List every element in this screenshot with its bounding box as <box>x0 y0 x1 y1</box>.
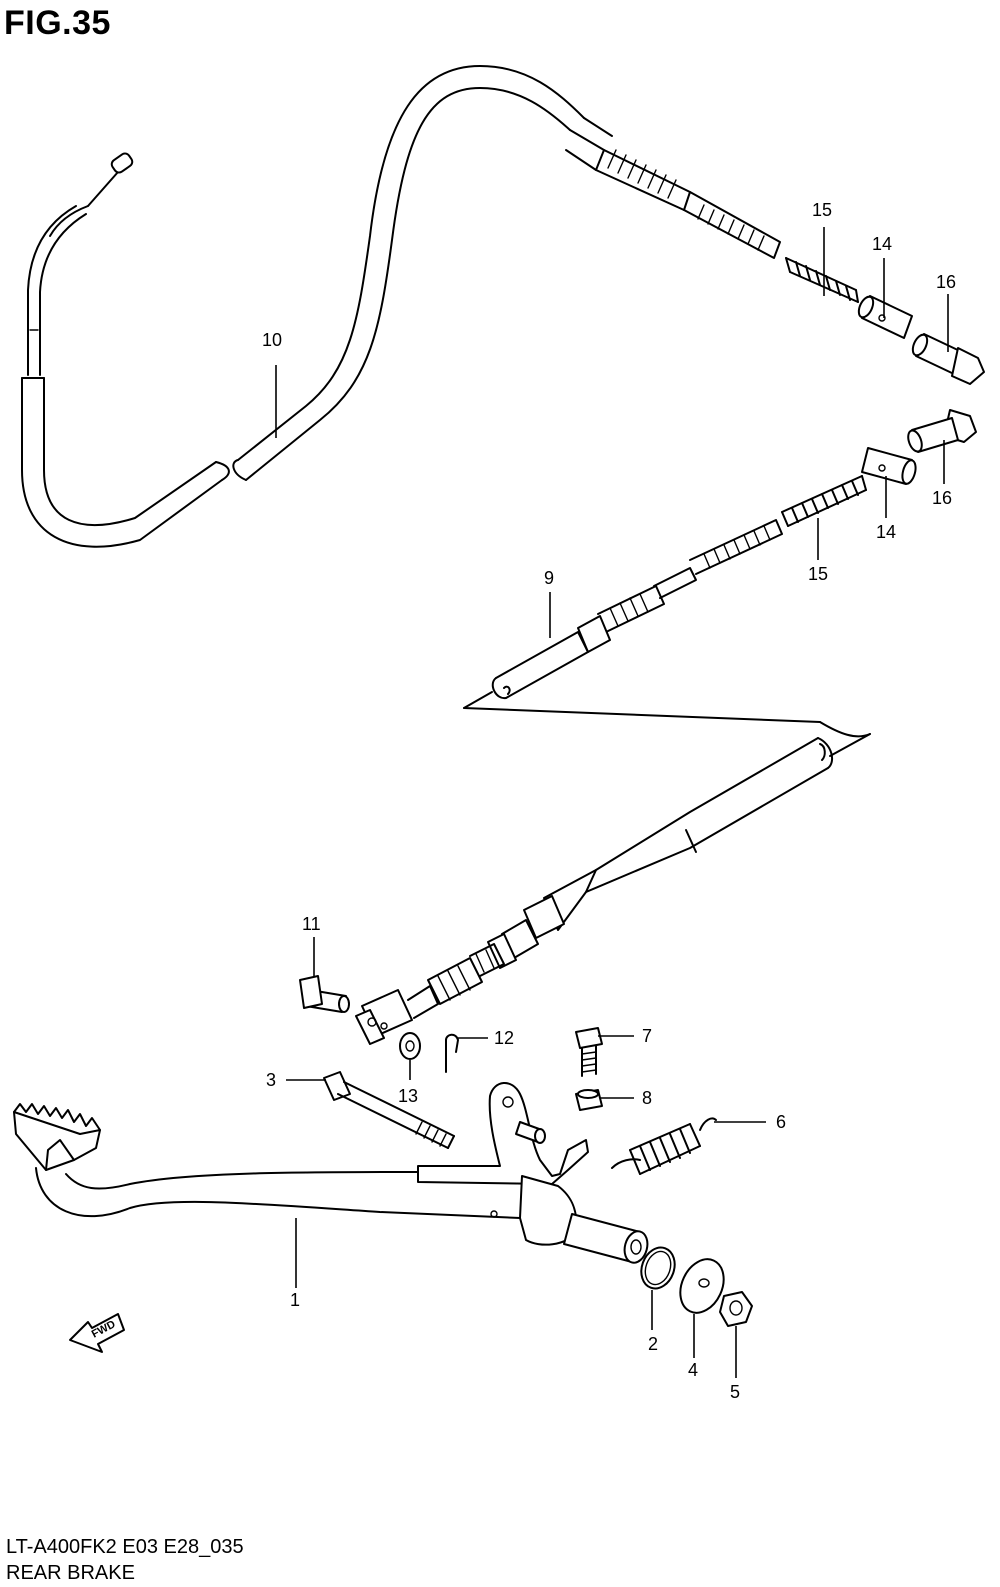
collar-14-upper <box>857 295 913 339</box>
callout-14: 14 <box>872 234 892 254</box>
callout-6: 6 <box>776 1112 786 1132</box>
callout-8: 8 <box>642 1088 652 1108</box>
bolt-3 <box>323 1071 455 1149</box>
callout-5: 5 <box>730 1382 740 1402</box>
callout-15-lower: 15 <box>808 564 828 584</box>
collar-14-lower <box>861 447 917 485</box>
pin-16-lower <box>907 409 977 453</box>
pedal-1 <box>13 1082 649 1264</box>
callout-9: 9 <box>544 568 554 588</box>
figure-name: REAR BRAKE <box>6 1562 135 1584</box>
callout-16: 16 <box>936 272 956 292</box>
spring-6 <box>611 1117 717 1175</box>
pin-16-upper <box>911 333 985 385</box>
fwd-arrow-icon: FWD <box>69 1313 125 1353</box>
washer-13 <box>399 1032 421 1060</box>
callout-13: 13 <box>398 1086 418 1106</box>
callout-1: 1 <box>290 1290 300 1310</box>
nut-8 <box>575 1089 603 1111</box>
cotter-pin-12 <box>445 1033 459 1073</box>
callout-10: 10 <box>262 330 282 350</box>
callout-14-lower: 14 <box>876 522 896 542</box>
leader-lines <box>275 227 949 1378</box>
callout-15: 15 <box>812 200 832 220</box>
pin-11 <box>299 975 350 1013</box>
spring-15-lower <box>781 475 867 527</box>
callout-4: 4 <box>688 1360 698 1380</box>
spring-15-upper <box>785 257 859 303</box>
bolt-7 <box>575 1027 603 1077</box>
ring-2 <box>640 1246 676 1290</box>
callout-16-lower: 16 <box>932 488 952 508</box>
callout-12: 12 <box>494 1028 514 1048</box>
cable-9 <box>355 519 871 1045</box>
callout-numbers: 10 15 14 16 16 14 15 9 11 12 13 3 7 8 6 … <box>262 200 956 1402</box>
callout-7: 7 <box>642 1026 652 1046</box>
callout-3: 3 <box>266 1070 276 1090</box>
model-code: LT-A400FK2 E03 E28_035 <box>6 1536 244 1558</box>
cable-10 <box>21 65 781 548</box>
callout-11: 11 <box>302 914 321 934</box>
callout-2: 2 <box>648 1334 658 1354</box>
washer-4 <box>679 1258 725 1314</box>
figure-title: FIG.35 <box>4 4 111 42</box>
nut-5 <box>719 1291 753 1327</box>
